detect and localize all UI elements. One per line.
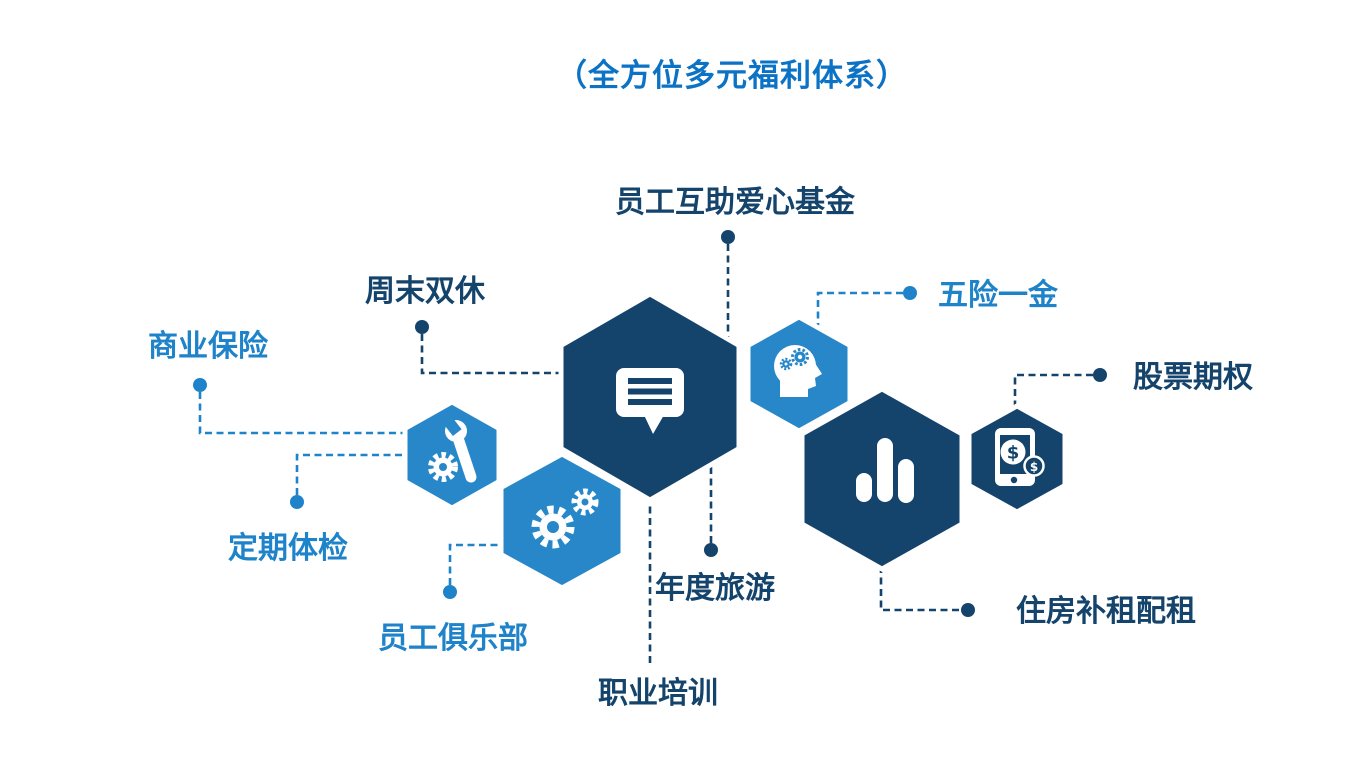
label-weekend-off: 周末双休 xyxy=(365,274,485,309)
hexagon-tools xyxy=(402,399,502,511)
label-regular-health-checkup: 定期体检 xyxy=(228,531,348,566)
mobile-payment-icon: $ $ xyxy=(995,428,1045,486)
hexagon-communication xyxy=(558,291,742,503)
label-employee-club: 员工俱乐部 xyxy=(378,621,528,656)
hexagon-thinking xyxy=(745,314,853,434)
connector-regular-health-checkup xyxy=(290,453,407,509)
hexagon-growth xyxy=(799,386,965,572)
page-title: （全方位多元福利体系） xyxy=(556,58,908,94)
label-five-insurances: 五险一金 xyxy=(938,278,1058,313)
connector-mutual-aid-fund xyxy=(721,230,735,340)
label-vocational-training: 职业培训 xyxy=(598,676,718,711)
wrench-gear-icon xyxy=(428,410,477,483)
bar-chart-icon xyxy=(856,438,914,503)
hexagon-payment: $ $ xyxy=(966,403,1068,515)
hexagon-machinery xyxy=(498,451,626,591)
label-housing-rent-subsidy: 住房补租配租 xyxy=(1016,594,1196,629)
label-commercial-insurance: 商业保险 xyxy=(148,329,268,364)
thinking-head-icon xyxy=(774,345,822,397)
svg-text:$: $ xyxy=(1007,443,1020,464)
connector-commercial-insurance xyxy=(193,378,410,435)
label-mutual-aid-fund: 员工互助爱心基金 xyxy=(615,185,855,220)
connector-weekend-off xyxy=(415,320,564,375)
connector-five-insurances xyxy=(816,286,917,330)
connector-annual-travel xyxy=(704,462,718,557)
connector-stock-options xyxy=(1013,368,1107,413)
label-annual-travel: 年度旅游 xyxy=(655,571,775,606)
label-stock-options: 股票期权 xyxy=(1133,360,1253,395)
chat-bubble-icon xyxy=(616,368,684,434)
svg-text:$: $ xyxy=(1030,460,1038,474)
connector-employee-club xyxy=(443,543,506,599)
connector-housing-subsidy xyxy=(879,566,975,617)
gears-icon xyxy=(531,488,599,549)
